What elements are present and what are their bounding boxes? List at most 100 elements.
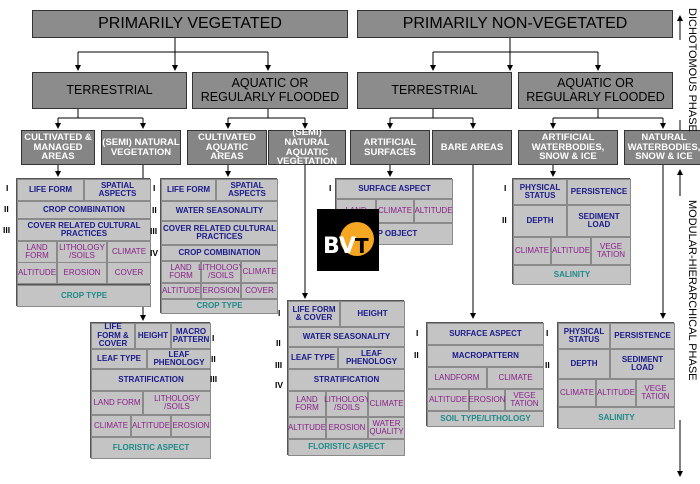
stratification-cell: STRATIFICATION: [91, 369, 211, 391]
surface-aspect-cell: SURFACE ASPECT: [336, 179, 453, 199]
lithology-cell: LITHOLOGY /SOILS: [57, 241, 107, 263]
land-form-cell: LAND FORM: [288, 391, 326, 417]
leaf-type-cell: LEAF TYPE: [288, 347, 338, 369]
height-cell: HEIGHT: [135, 323, 171, 349]
altitude-cell: ALTITUDE: [288, 417, 326, 439]
vegetation-cell: VEGE TATION: [591, 237, 631, 265]
group-aquatic-floristic: LIFE FORM & COVER HEIGHT WATER SEASONALI…: [287, 300, 405, 456]
erosion-cell: EROSION: [201, 283, 241, 299]
sediment-load-cell: SEDIMENT LOAD: [567, 205, 631, 237]
natural-waterbodies-label: NATURAL WATERBODIES, SNOW & ICE: [627, 131, 700, 163]
cultivated-aquatic-label: CULTIVATED AQUATIC AREAS: [197, 131, 257, 163]
roman-i: I: [416, 328, 419, 338]
primarily-nonvegetated-box: PRIMARILY NON-VEGETATED: [357, 10, 673, 38]
cover-practices-cell: COVER RELATED CULTURAL PRACTICES: [17, 219, 151, 241]
altitude-cell: ALTITUDE: [414, 199, 453, 223]
vegetation-cell: VEGE TATION: [636, 379, 675, 407]
group-crop-type-row2: ALTITUDE EROSION COVER: [16, 262, 151, 284]
land-form-cell: LAND FORM: [91, 391, 143, 415]
climate-cell: CLIMATE: [368, 391, 405, 417]
water-quality-cell: WATER QUALITY: [368, 417, 405, 439]
roman-iii: III: [275, 360, 283, 370]
roman-iv: IV: [150, 248, 159, 258]
water-seasonality-cell: WATER SEASONALITY: [288, 327, 405, 347]
altitude-cell: ALTITUDE: [427, 389, 469, 411]
landform-cell: LANDFORM: [427, 367, 487, 389]
artificial-waterbodies-box: ARTIFICIAL WATERBODIES, SNOW & ICE: [518, 130, 618, 165]
aquatic-nonveg-label: AQUATIC OR REGULARLY FLOODED: [526, 76, 665, 104]
salinity-cell: SALINITY: [513, 265, 631, 285]
primarily-vegetated-label: PRIMARILY VEGETATED: [98, 14, 282, 32]
terrestrial-nonveg-box: TERRESTRIAL: [357, 72, 512, 109]
group-natural-water: PHYSICAL STATUS PERSISTENCE DEPTH SEDIME…: [557, 322, 675, 429]
roman-ii: II: [414, 350, 419, 360]
life-form-cover-cell: LIFE FORM & COVER: [91, 323, 135, 349]
cultivated-areas-box: CULTIVATED & MANAGED AREAS: [21, 130, 95, 165]
roman-i: I: [278, 308, 281, 318]
erosion-cell: EROSION: [57, 262, 107, 284]
crop-type-cell: CROP TYPE: [161, 299, 278, 314]
roman-i: I: [329, 183, 332, 193]
erosion-cell: EROSION: [326, 417, 368, 439]
crop-type-cell: CROP TYPE: [17, 285, 151, 307]
modular-phase-label: MODULAR-HIERARCHICAL PHASE: [686, 200, 698, 381]
crop-type-footer: CROP TYPE: [16, 284, 151, 307]
floristic-aspect-cell: FLORISTIC ASPECT: [288, 439, 405, 456]
life-form-cell: LIFE FORM: [17, 179, 84, 201]
natural-waterbodies-box: NATURAL WATERBODIES, SNOW & ICE: [624, 130, 700, 165]
cover-cell: COVER: [107, 262, 151, 284]
land-form-cell: LAND FORM: [161, 261, 201, 283]
persistence-cell: PERSISTENCE: [610, 323, 675, 349]
terrestrial-nonveg-label: TERRESTRIAL: [391, 82, 478, 97]
group-bare-areas: SURFACE ASPECT MACROPATTERN LANDFORM CLI…: [426, 322, 544, 427]
sediment-load-cell: SEDIMENT LOAD: [610, 349, 675, 379]
climate-cell: CLIMATE: [107, 241, 151, 263]
semi-natural-veg-box: (SEMI) NATURAL VEGETATION: [101, 130, 181, 165]
crop-combination-cell: CROP COMBINATION: [17, 201, 151, 219]
persistence-cell: PERSISTENCE: [567, 179, 631, 205]
roman-i: I: [504, 183, 507, 193]
semi-natural-aquatic-box: (SEMI) NATURAL AQUATIC VEGETATION: [268, 127, 346, 167]
depth-cell: DEPTH: [513, 205, 567, 237]
water-seasonality-cell: WATER SEASONALITY: [161, 201, 278, 221]
macropattern-cell: MACROPATTERN: [427, 345, 544, 367]
aquatic-veg-box: AQUATIC OR REGULARLY FLOODED: [192, 72, 348, 109]
erosion-cell: EROSION: [469, 389, 505, 411]
climate-cell: CLIMATE: [513, 237, 551, 265]
height-cell: HEIGHT: [340, 301, 405, 327]
climate-cell: CLIMATE: [91, 415, 131, 437]
group-artificial-water: PHYSICAL STATUS PERSISTENCE DEPTH SEDIME…: [512, 178, 631, 285]
leaf-phenology-cell: LEAF PHENOLOGY: [338, 347, 405, 369]
artificial-waterbodies-label: ARTIFICIAL WATERBODIES, SNOW & ICE: [531, 131, 605, 163]
group-floristic: LIFE FORM & COVER HEIGHT MACRO PATTERN L…: [90, 322, 211, 459]
roman-iii: III: [3, 225, 11, 235]
artificial-surfaces-label: ARTIFICIAL SURFACES: [363, 136, 417, 158]
life-form-cover-cell: LIFE FORM & COVER: [288, 301, 340, 327]
terrestrial-veg-label: TERRESTRIAL: [66, 82, 153, 97]
climate-cell: CLIMATE: [558, 379, 596, 407]
bare-areas-label: BARE AREAS: [440, 141, 504, 153]
surface-aspect-cell: SURFACE ASPECT: [427, 323, 544, 345]
bvt-logo: BV T: [317, 209, 379, 271]
aquatic-nonveg-box: AQUATIC OR REGULARLY FLOODED: [518, 72, 673, 109]
cultivated-areas-label: CULTIVATED & MANAGED AREAS: [24, 131, 92, 163]
life-form-cell: LIFE FORM: [161, 179, 216, 201]
floristic-aspect-cell: FLORISTIC ASPECT: [91, 437, 211, 459]
roman-ii: II: [502, 215, 507, 225]
stratification-cell: STRATIFICATION: [288, 369, 405, 391]
altitude-cell: ALTITUDE: [17, 262, 57, 284]
altitude-cell: ALTITUDE: [596, 379, 636, 407]
roman-ii: II: [211, 354, 216, 364]
cover-cell: COVER: [241, 283, 278, 299]
altitude-cell: ALTITUDE: [551, 237, 591, 265]
roman-i: I: [212, 333, 215, 343]
roman-ii: II: [276, 338, 281, 348]
bare-areas-box: BARE AREAS: [432, 130, 512, 165]
lithology-cell: LITHOLOGY /SOILS: [143, 391, 211, 415]
soil-type-cell: SOIL TYPE/LITHOLOGY: [427, 411, 544, 427]
cultivated-aquatic-box: CULTIVATED AQUATIC AREAS: [187, 130, 267, 165]
primarily-nonvegetated-label: PRIMARILY NON-VEGETATED: [402, 14, 628, 32]
svg-text:T: T: [355, 234, 369, 258]
artificial-surfaces-box: ARTIFICIAL SURFACES: [350, 130, 430, 165]
erosion-cell: EROSION: [171, 415, 211, 437]
